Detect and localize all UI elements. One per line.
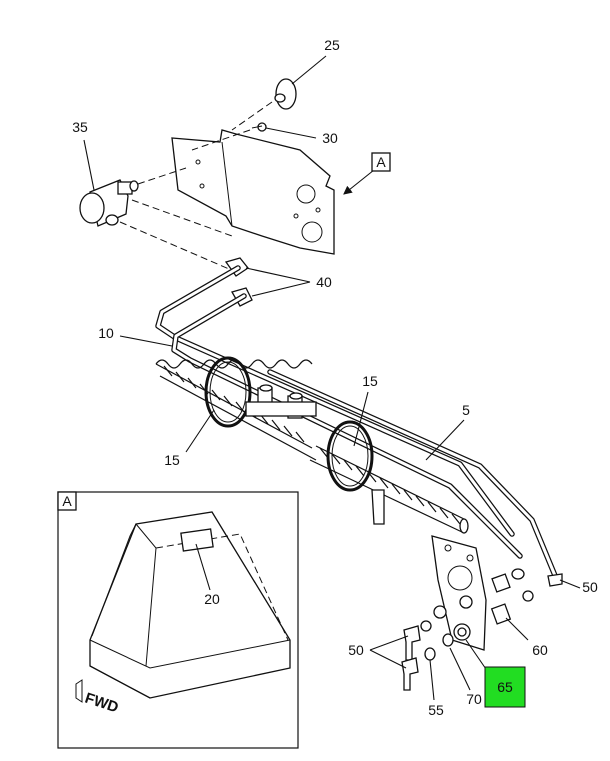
callout-50-right: 50 (582, 579, 598, 595)
callout-25: 25 (324, 37, 340, 53)
callout-20: 20 (204, 591, 220, 607)
view-reference-a: A (371, 152, 391, 172)
callout-55: 55 (428, 702, 444, 718)
mounting-plate (171, 129, 335, 255)
callout-5: 5 (462, 402, 470, 418)
fittings-55-65-70 (420, 595, 473, 661)
tube-5 (267, 369, 559, 581)
view-reference-label: A (376, 154, 386, 170)
spring-left-coils (163, 365, 305, 443)
valve-35 (79, 167, 237, 273)
callout-50-left: 50 (348, 642, 364, 658)
fitting-60 (490, 568, 534, 625)
highlight-65 (484, 666, 526, 708)
clamp-left (204, 356, 252, 428)
center-valve-block (245, 384, 317, 419)
clamp-right (326, 420, 385, 525)
callout-10: 10 (98, 325, 114, 341)
leader-lines (83, 55, 581, 701)
callout-70: 70 (466, 691, 482, 707)
callout-35: 35 (72, 119, 88, 135)
callout-60: 60 (532, 642, 548, 658)
bulkhead-plate (431, 535, 487, 651)
callout-40: 40 (316, 274, 332, 290)
callout-15-left: 15 (164, 452, 180, 468)
inset-label: A (62, 493, 72, 509)
callout-15-right: 15 (362, 373, 378, 389)
screw-30 (191, 122, 267, 151)
knob-25 (231, 78, 297, 131)
callout-65: 65 (497, 679, 513, 695)
fwd-label: FWD (83, 690, 121, 717)
tube-10 (155, 265, 523, 559)
callout-labels: 25 30 35 40 10 15 15 5 20 50 50 60 55 70… (72, 37, 598, 718)
elbows-50 (401, 573, 563, 691)
inset-view-a (57, 491, 299, 749)
callout-30: 30 (322, 130, 338, 146)
spring-right-15 (309, 445, 469, 534)
